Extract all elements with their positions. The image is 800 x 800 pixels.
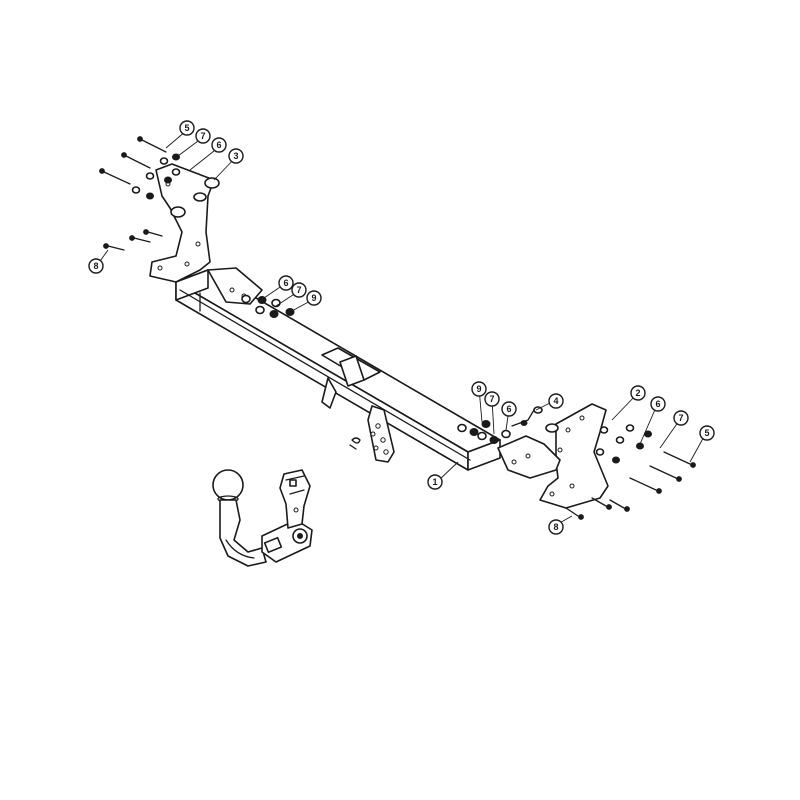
callout-4: 4 (548, 393, 564, 409)
socket-plate (349, 405, 395, 463)
callout-label: 9 (476, 384, 481, 394)
callout-3: 3 (228, 148, 244, 164)
callout-label: 8 (93, 261, 98, 271)
callout-1: 1 (427, 474, 443, 490)
callout-label: 7 (678, 413, 683, 423)
center-bracket (321, 347, 381, 409)
left-washers-nuts (131, 153, 181, 200)
callout-7-right: 7 (673, 410, 689, 426)
callout-9-middle-right: 9 (471, 381, 487, 397)
callout-5-left: 5 (179, 120, 195, 136)
left-bolts (99, 136, 167, 251)
callout-label: 5 (184, 123, 189, 133)
callout-6-middle-right: 6 (501, 401, 517, 417)
right-side-bracket (497, 403, 609, 509)
callout-5-right: 5 (699, 425, 715, 441)
callout-label: 3 (233, 151, 238, 161)
callout-label: 6 (216, 140, 221, 150)
callout-6-right: 6 (650, 396, 666, 412)
tow-ball-assembly (212, 469, 313, 567)
callout-label: 8 (553, 522, 558, 532)
small-bracket-4 (511, 406, 543, 427)
callout-6-left-top: 6 (211, 137, 227, 153)
callout-7-middle-left: 7 (291, 282, 307, 298)
callout-7-left-top: 7 (195, 128, 211, 144)
callout-8-right: 8 (548, 519, 564, 535)
callout-label: 2 (635, 388, 640, 398)
callout-label: 4 (553, 396, 558, 406)
callout-label: 9 (311, 293, 316, 303)
callout-6-middle-left: 6 (278, 275, 294, 291)
callout-2: 2 (630, 385, 646, 401)
callout-7-middle-right: 7 (484, 391, 500, 407)
callout-label: 5 (704, 428, 709, 438)
callout-label: 7 (489, 394, 494, 404)
left-side-bracket (149, 163, 263, 305)
callout-label: 7 (296, 285, 301, 295)
callout-label: 1 (432, 477, 437, 487)
middle-fasteners (241, 294, 511, 444)
callout-label: 7 (200, 131, 205, 141)
callout-label: 6 (506, 404, 511, 414)
callout-label: 6 (655, 399, 660, 409)
callout-8-left: 8 (88, 258, 104, 274)
right-bolts (565, 451, 696, 520)
callout-9-middle-left: 9 (306, 290, 322, 306)
right-washers-nuts (595, 424, 652, 464)
callout-label: 6 (283, 278, 288, 288)
